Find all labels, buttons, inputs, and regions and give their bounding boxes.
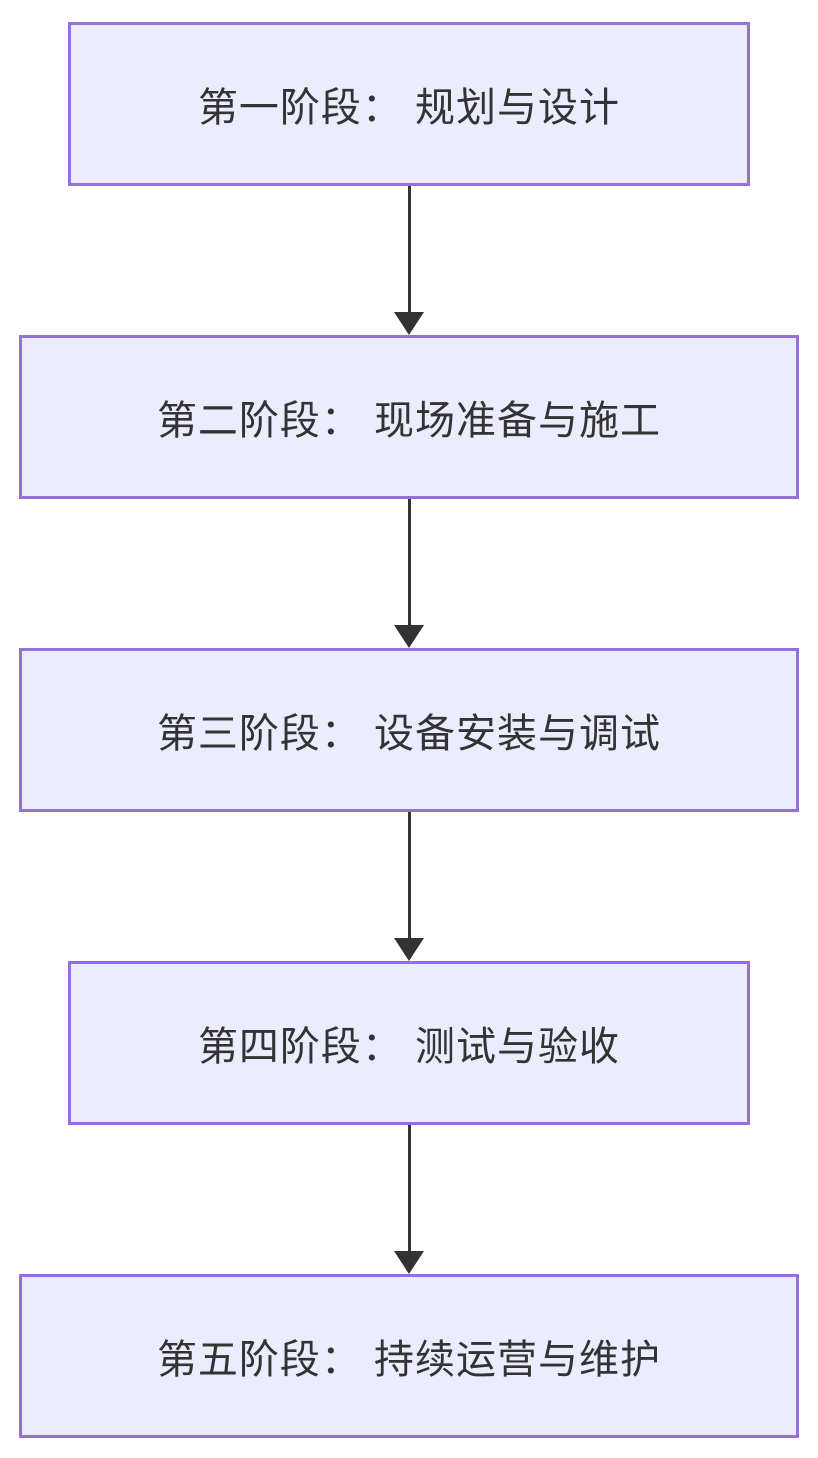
arrow-line <box>407 186 411 313</box>
flow-node-label: 第四阶段： 测试与验收 <box>197 1025 621 1069</box>
arrow-line <box>407 499 411 626</box>
flow-arrow <box>394 186 424 335</box>
arrow-head-icon <box>394 938 424 961</box>
arrow-head-icon <box>394 1251 424 1274</box>
flow-node-phase-4: 第四阶段： 测试与验收 <box>68 961 750 1125</box>
flow-node-phase-2: 第二阶段： 现场准备与施工 <box>19 335 799 499</box>
flow-node-phase-3: 第三阶段： 设备安装与调试 <box>19 648 799 812</box>
arrow-head-icon <box>394 625 424 648</box>
arrow-line <box>407 1125 411 1252</box>
flow-node-phase-5: 第五阶段： 持续运营与维护 <box>19 1274 799 1438</box>
arrow-head-icon <box>394 312 424 335</box>
flow-node-label: 第五阶段： 持续运营与维护 <box>156 1338 662 1382</box>
arrow-line <box>407 812 411 939</box>
flow-arrow <box>394 499 424 648</box>
flow-node-label: 第一阶段： 规划与设计 <box>197 86 621 130</box>
flow-node-phase-1: 第一阶段： 规划与设计 <box>68 22 750 186</box>
flow-node-label: 第二阶段： 现场准备与施工 <box>156 399 662 443</box>
flow-node-label: 第三阶段： 设备安装与调试 <box>156 712 662 756</box>
flow-arrow <box>394 1125 424 1274</box>
flow-arrow <box>394 812 424 961</box>
